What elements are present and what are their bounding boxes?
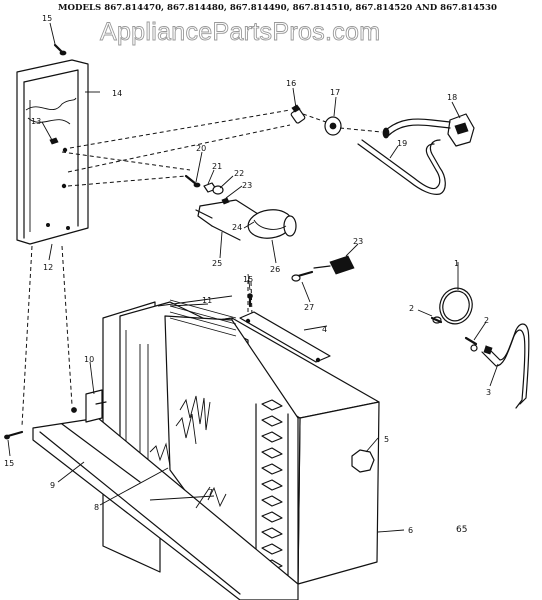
fitting-16 — [290, 104, 306, 124]
watermark: AppliancePartsPros.com — [100, 18, 380, 46]
callout-17: 17 — [330, 88, 340, 97]
callout-23-right: 23 — [353, 237, 363, 246]
callout-23: 23 — [242, 181, 252, 190]
bracket-25 — [195, 199, 259, 241]
callout-19: 19 — [397, 139, 407, 148]
leader-lines — [7, 22, 499, 533]
drain-tube-3 — [481, 323, 530, 409]
models-header: MODELS 867.814470, 867.814480, 867.81449… — [58, 3, 497, 13]
plug-2-left — [430, 316, 443, 324]
callout-11: 11 — [202, 296, 212, 305]
callout-22: 22 — [234, 169, 244, 178]
callout-labels: 15 14 13 12 16 17 18 19 20 21 22 23 24 2… — [4, 14, 491, 535]
screw-15-base — [4, 430, 24, 440]
tube-19 — [357, 139, 446, 195]
bracket-10 — [71, 389, 107, 423]
callout-9: 9 — [50, 481, 55, 490]
plug-2-right — [464, 336, 478, 352]
bracket-23 — [313, 255, 355, 275]
callout-15: 15 — [42, 14, 52, 23]
callout-27: 27 — [304, 303, 314, 312]
figure-code: 65 — [456, 525, 467, 535]
callout-15-rail: 15 — [243, 275, 253, 284]
callout-3: 3 — [486, 388, 491, 397]
callout-26: 26 — [270, 265, 280, 274]
gasket-ring-1 — [439, 287, 473, 325]
screw-15-top — [53, 43, 67, 56]
callout-8: 8 — [94, 503, 99, 512]
thermostat-18 — [382, 113, 475, 147]
side-panel — [16, 59, 89, 245]
callout-4: 4 — [322, 325, 327, 334]
callout-14: 14 — [112, 89, 122, 98]
capacitor-26 — [247, 209, 297, 239]
callout-18: 18 — [447, 93, 457, 102]
nut-17 — [324, 116, 342, 136]
callout-5: 5 — [384, 435, 389, 444]
callout-16: 16 — [286, 79, 296, 88]
screw-20 — [184, 174, 201, 188]
callout-1: 1 — [454, 259, 459, 268]
callout-13: 13 — [31, 117, 41, 126]
callout-21: 21 — [212, 162, 222, 171]
callout-24: 24 — [232, 223, 242, 232]
callout-2-left: 2 — [409, 304, 414, 313]
callout-10: 10 — [84, 355, 94, 364]
callout-12: 12 — [43, 263, 53, 272]
screw-15-rail — [247, 293, 253, 308]
knob-5 — [351, 449, 375, 473]
screw-27 — [291, 270, 314, 282]
cabinet-housing — [102, 295, 380, 585]
coil-tubes — [255, 399, 289, 583]
rail-4 — [239, 311, 331, 363]
callout-20: 20 — [196, 144, 206, 153]
assembly-guide-lines — [21, 109, 383, 427]
callout-15-base: 15 — [4, 459, 14, 468]
callout-6: 6 — [408, 526, 413, 535]
callout-2-right: 2 — [484, 316, 489, 325]
callout-7: 7 — [208, 488, 213, 497]
callout-25: 25 — [212, 259, 222, 268]
